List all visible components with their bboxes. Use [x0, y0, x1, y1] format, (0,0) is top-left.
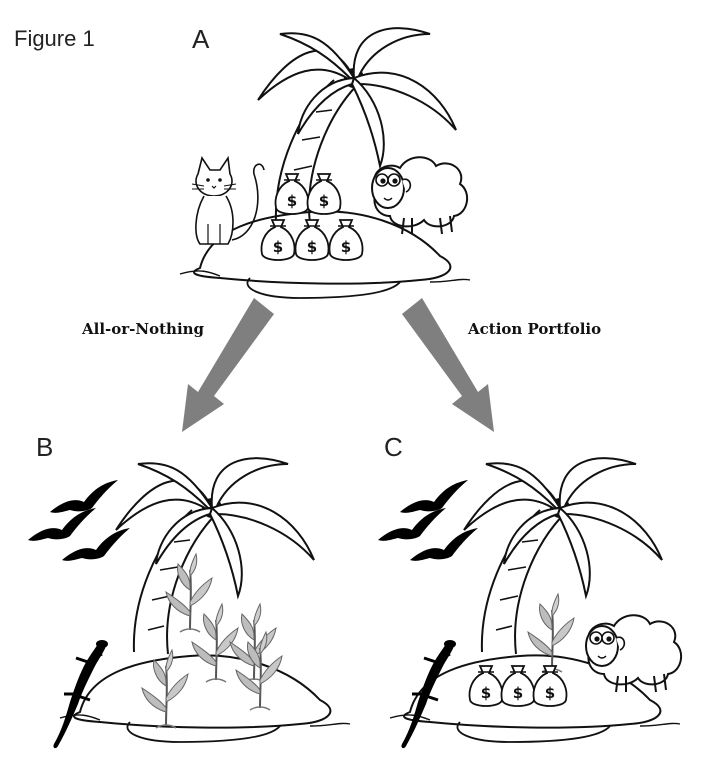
- bird-icon: [400, 480, 468, 513]
- bird-icon: [50, 480, 118, 513]
- panel-a-label: A: [192, 24, 210, 54]
- money-bag-icon: [306, 173, 342, 215]
- panel-c-scene: [378, 457, 683, 750]
- all-or-nothing-arrow: [182, 298, 274, 432]
- all-or-nothing-label: All-or-Nothing: [82, 320, 205, 338]
- panel-c-label: C: [384, 432, 403, 462]
- panel-b-island: [59, 654, 351, 743]
- action-portfolio-label: Action Portfolio: [468, 320, 602, 338]
- panel-b-scene: [28, 457, 351, 750]
- figure-title: Figure 1: [14, 26, 95, 51]
- bird-icon: [28, 508, 96, 541]
- panel-a-scene: [179, 27, 471, 299]
- panel-b-label: B: [36, 432, 54, 462]
- action-portfolio-arrow: [402, 298, 494, 432]
- bird-icon: [378, 508, 446, 541]
- panel-b-palm-tree: [115, 457, 315, 655]
